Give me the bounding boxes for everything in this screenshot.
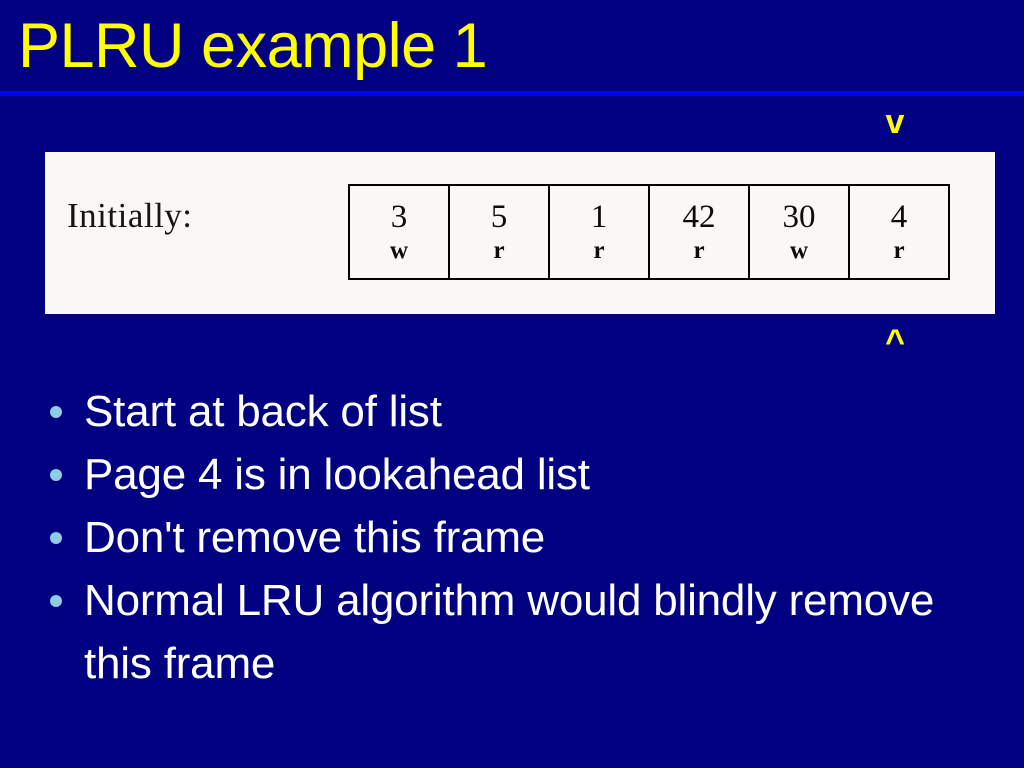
list-item-label: Page 4 is in lookahead list <box>84 450 590 499</box>
frame-page-number: 30 <box>782 199 816 235</box>
title-divider-rule <box>0 91 1024 96</box>
frame-access-mode: r <box>693 237 705 264</box>
list-item: Start at back of list <box>42 380 992 443</box>
page-frame-table: 3 w 5 r 1 r 42 r 30 w <box>348 184 950 280</box>
frame-page-number: 4 <box>890 199 908 235</box>
frame-page-number: 3 <box>390 199 408 235</box>
table-row: 3 w 5 r 1 r 42 r 30 w <box>348 184 950 280</box>
chevron-down-icon: v <box>885 103 905 141</box>
page-frame-table-body: 3 w 5 r 1 r 42 r 30 w <box>348 184 950 280</box>
list-item: Don't remove this frame <box>42 506 992 569</box>
bullet-dot-icon <box>50 532 62 544</box>
bullet-dot-icon <box>50 469 62 481</box>
list-item-label: Normal LRU algorithm would blindly remov… <box>84 576 935 688</box>
frame-cell-1: 5 r <box>448 184 550 280</box>
frame-page-number: 42 <box>682 199 716 235</box>
bullet-list: Start at back of list Page 4 is in looka… <box>42 380 992 695</box>
list-item-label: Don't remove this frame <box>84 513 546 562</box>
frame-access-mode: r <box>893 237 905 264</box>
chevron-up-icon: ^ <box>885 323 905 361</box>
frame-access-mode: r <box>593 237 605 264</box>
list-item: Normal LRU algorithm would blindly remov… <box>42 569 992 695</box>
frame-access-mode: w <box>789 237 809 264</box>
bullet-dot-icon <box>50 406 62 418</box>
frame-cell-5: 4 r <box>848 184 950 280</box>
list-item: Page 4 is in lookahead list <box>42 443 992 506</box>
figure-label: Initially: <box>67 196 193 235</box>
list-item-label: Start at back of list <box>84 387 442 436</box>
frame-cell-4: 30 w <box>748 184 850 280</box>
page-title: PLRU example 1 <box>18 11 488 81</box>
frame-page-number: 1 <box>590 199 608 235</box>
bullet-dot-icon <box>50 595 62 607</box>
frame-access-mode: w <box>389 237 409 264</box>
frame-access-mode: r <box>493 237 505 264</box>
frame-cell-3: 42 r <box>648 184 750 280</box>
frame-page-number: 5 <box>490 199 508 235</box>
figure-panel: Initially: 3 w 5 r 1 r 42 r <box>45 152 995 314</box>
frame-cell-2: 1 r <box>548 184 650 280</box>
frame-cell-0: 3 w <box>348 184 450 280</box>
